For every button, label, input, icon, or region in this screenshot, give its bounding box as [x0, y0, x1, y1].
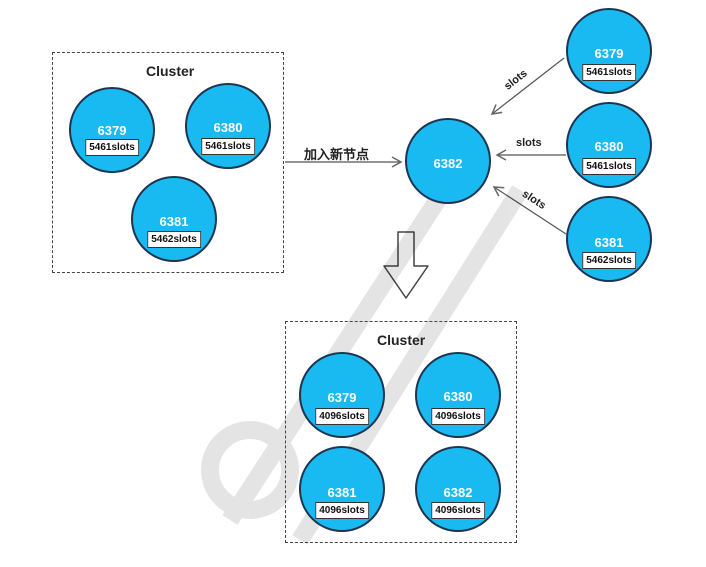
top-node-6379: 6379 5461slots — [69, 87, 155, 173]
node-port: 6380 — [594, 139, 624, 154]
top-node-6380: 6380 5461slots — [185, 83, 271, 169]
down-arrow-icon — [383, 231, 429, 299]
node-slots: 5462slots — [582, 252, 636, 269]
node-port: 6381 — [594, 235, 624, 250]
bottom-node-6381: 6381 4096slots — [299, 446, 385, 532]
bottom-node-6382: 6382 4096slots — [415, 446, 501, 532]
bottom-cluster-title: Cluster — [377, 332, 426, 348]
top-cluster-title: Cluster — [146, 63, 195, 79]
node-port: 6380 — [213, 120, 243, 135]
node-slots: 5461slots — [582, 158, 636, 175]
node-slots: 5461slots — [201, 138, 255, 155]
migrate-arrow-6379 — [490, 57, 565, 115]
bottom-node-6379: 6379 4096slots — [299, 352, 385, 438]
node-slots: 5462slots — [147, 231, 201, 248]
join-label: 加入新节点 — [304, 147, 370, 162]
node-slots: 5461slots — [582, 64, 636, 81]
edge-label-slots-3: slots — [519, 187, 548, 213]
node-port: 6381 — [327, 485, 357, 500]
source-node-6381: 6381 5462slots — [566, 196, 652, 282]
node-slots: 4096slots — [315, 502, 369, 519]
bottom-cluster-box: Cluster — [285, 321, 517, 543]
node-port: 6382 — [443, 485, 473, 500]
node-port: 6379 — [327, 390, 357, 405]
node-port: 6379 — [97, 123, 127, 138]
bottom-node-6380: 6380 4096slots — [415, 352, 501, 438]
node-slots: 4096slots — [431, 502, 485, 519]
top-cluster-box: Cluster — [52, 52, 284, 273]
node-slots: 4096slots — [315, 408, 369, 425]
source-node-6379: 6379 5461slots — [566, 8, 652, 94]
new-node-6382: 6382 — [405, 118, 491, 204]
source-node-6380: 6380 5461slots — [566, 102, 652, 188]
node-port: 6379 — [594, 46, 624, 61]
edge-label-slots-1: slots — [502, 67, 530, 93]
node-port: 6380 — [443, 389, 473, 404]
node-slots: 5461slots — [85, 139, 139, 156]
top-node-6381: 6381 5462slots — [131, 176, 217, 262]
node-port: 6382 — [433, 156, 463, 171]
node-port: 6381 — [159, 214, 189, 229]
node-slots: 4096slots — [431, 408, 485, 425]
edge-label-slots-2: slots — [516, 137, 542, 149]
